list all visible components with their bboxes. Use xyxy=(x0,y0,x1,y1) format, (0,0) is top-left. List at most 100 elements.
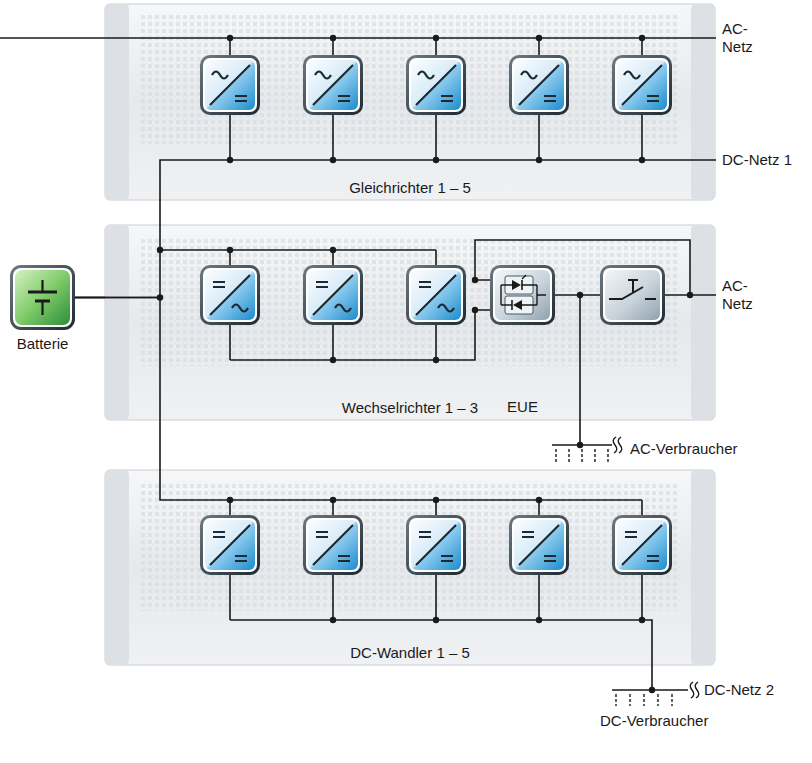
consumer-branch xyxy=(690,682,699,698)
inverter-symbol xyxy=(200,265,260,325)
text-holder: EUE xyxy=(490,398,555,416)
junction-dot xyxy=(536,497,542,503)
rectifier-symbol xyxy=(509,55,569,115)
label-holder: AC-Netz xyxy=(722,277,766,313)
junction-dot xyxy=(227,497,233,503)
rack-panel xyxy=(105,225,129,420)
bypass-switch-symbol xyxy=(600,265,665,325)
rack-panel xyxy=(140,236,680,366)
dc-converter-symbol xyxy=(612,515,672,575)
inverter-symbol xyxy=(406,265,466,325)
junction-dot xyxy=(433,617,439,623)
static-switch-symbol xyxy=(490,265,555,325)
bus-connector xyxy=(75,200,160,298)
node-label: Gleichrichter 1 – 5 xyxy=(349,179,471,197)
rack-panel xyxy=(105,470,129,665)
wire xyxy=(0,38,716,690)
junction-dot xyxy=(227,157,233,163)
bus-connector xyxy=(75,298,160,471)
dc-converter-symbol xyxy=(200,515,672,575)
battery-symbol xyxy=(10,265,75,330)
rack-panel xyxy=(105,4,715,200)
dc-converter-symbol xyxy=(200,515,260,575)
node-label: Wechselrichter 1 – 3 xyxy=(342,399,478,417)
dc-converter-symbol xyxy=(406,515,466,575)
wire xyxy=(230,575,688,690)
text-holder: Wechselrichter 1 – 3 xyxy=(105,399,715,417)
net-label: AC-Netz xyxy=(722,20,766,56)
rack-panel xyxy=(691,4,715,200)
wire xyxy=(160,470,642,515)
inverter-rack: Wechselrichter 1 – 3 EUE xyxy=(105,225,715,420)
label-holder: DC-Netz 1 xyxy=(722,151,792,169)
rectifier-symbol xyxy=(303,55,363,115)
junction-dot xyxy=(639,617,645,623)
junction-dot xyxy=(330,617,336,623)
junction-dot xyxy=(536,35,542,41)
dc-converter-symbol xyxy=(303,515,363,575)
junction-dot xyxy=(330,247,336,253)
junction-dot xyxy=(649,687,655,693)
battery-box: Batterie xyxy=(10,265,75,330)
rack-panel xyxy=(105,4,129,200)
wire xyxy=(160,160,716,200)
node-label: EUE xyxy=(507,398,538,416)
rectifier-symbol xyxy=(406,55,466,115)
junction-dot xyxy=(157,35,693,693)
junction-dot xyxy=(472,277,478,283)
rack-panel xyxy=(691,470,715,665)
label-holder: DC-Netz 2 xyxy=(704,681,774,699)
junction-dot xyxy=(639,35,645,41)
rack-panel xyxy=(105,470,715,665)
junction-dot xyxy=(330,35,336,41)
junction-dot xyxy=(330,497,336,503)
net-label: AC-Netz xyxy=(722,277,766,313)
junction-dot xyxy=(330,357,336,363)
junction-dot xyxy=(577,292,583,298)
label-holder: AC-Verbraucher xyxy=(630,440,738,458)
rectifier-symbol xyxy=(612,55,672,115)
junction-dot xyxy=(433,357,439,363)
junction-dot xyxy=(227,247,233,253)
node-label: DC-Wandler 1 – 5 xyxy=(350,644,470,662)
dc-converter-rack: DC-Wandler 1 – 5 xyxy=(105,470,715,665)
rectifier-rack: Gleichrichter 1 – 5 xyxy=(105,4,715,200)
net-label: DC-Netz 1 xyxy=(722,151,792,169)
wire xyxy=(0,37,716,39)
consumer-branch xyxy=(556,437,699,706)
junction-dot xyxy=(433,157,439,163)
net-label: DC-Verbraucher xyxy=(600,712,708,730)
rack-panel xyxy=(105,4,715,665)
rectifier-symbol xyxy=(200,55,260,115)
consumer-branch xyxy=(556,449,672,706)
battery-symbol xyxy=(10,265,75,330)
junction-dot xyxy=(227,35,233,41)
junction-dot xyxy=(330,157,336,163)
label-holder: AC-Netz xyxy=(722,20,766,56)
junction-dot xyxy=(433,497,439,503)
rack-panel xyxy=(140,14,680,144)
static-switch-symbol xyxy=(490,265,555,325)
wire xyxy=(160,250,436,265)
dc-converter-symbol xyxy=(509,515,569,575)
junction-dot xyxy=(577,442,583,448)
junction-dot xyxy=(639,157,645,163)
inverter-symbol xyxy=(200,265,466,325)
net-label: DC-Netz 2 xyxy=(704,681,774,699)
rack-panel xyxy=(691,225,715,420)
text-holder: Batterie xyxy=(17,335,69,353)
net-label: AC-Verbraucher xyxy=(630,440,738,458)
junction-dot xyxy=(687,292,693,298)
label-holder: DC-Verbraucher xyxy=(600,712,708,730)
inverter-symbol xyxy=(303,265,363,325)
junction-dot xyxy=(536,157,542,163)
wire xyxy=(230,115,642,160)
text-holder: Gleichrichter 1 – 5 xyxy=(105,179,715,197)
rack-panel xyxy=(105,225,715,420)
rectifier-symbol xyxy=(200,55,672,115)
text-holder: DC-Wandler 1 – 5 xyxy=(105,644,715,662)
junction-dot xyxy=(536,617,542,623)
